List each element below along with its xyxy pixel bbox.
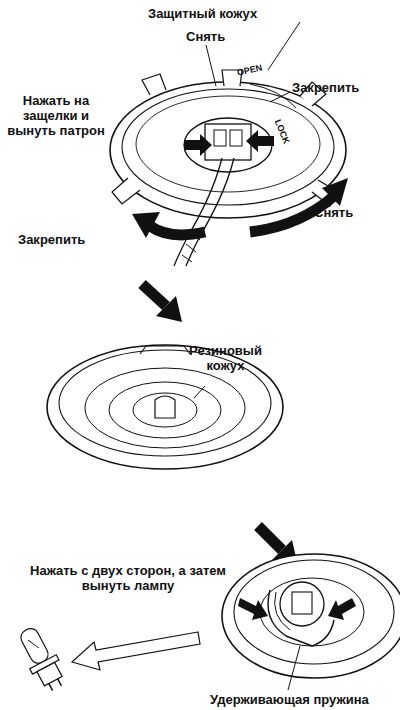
step-arrow-head [156,296,182,322]
rotate-arrow-lock [150,226,205,235]
leader-line [288,646,300,690]
action-label: Снять [314,205,353,220]
cover-marking: OPEN [236,63,263,79]
cover-tab [142,74,166,95]
part-label: Защитный кожух [148,6,257,21]
action-label: Закрепить [292,80,359,95]
socket-terminal [230,130,242,146]
action-label: Снять [186,29,225,44]
instruction-text: Нажать с двух сторон, а затем вынуть лам… [10,563,246,593]
step-arrow [258,526,282,550]
cover-marking: LOCK [272,118,292,146]
step-arrow [142,284,166,306]
socket-wire [174,158,222,266]
latch-press-arrow [246,130,274,152]
bulb-base [292,592,312,614]
socket-terminal [214,130,226,146]
press-arrow [238,598,268,620]
lamp-base [37,662,62,686]
cover-notch [140,346,190,354]
cover-groove [250,84,296,108]
instruction-text: Нажать на защелки и вынуть патрон [2,93,110,138]
leader-line [270,92,290,102]
bulb-base [155,396,175,418]
lamp-terminal [49,684,53,691]
rotate-arrow-head [322,178,348,206]
cover-tab [112,178,140,204]
action-label: Закрепить [18,232,85,247]
part-label: Резиновый кожух [178,343,273,373]
bulb-socket [205,124,251,160]
lamp-filament [28,637,39,650]
lamp-terminal [58,679,62,686]
rubber-cover-ring [133,393,197,427]
cover-outer-rim [110,82,346,218]
bulb-flange [280,582,324,626]
headlamp-housing [222,554,400,678]
housing-ring [260,578,364,646]
remove-arrow [72,632,200,670]
rubber-cover-outer [47,345,283,469]
retaining-spring [275,592,290,630]
latch-press-arrow [184,134,212,156]
cover-inner-rim [122,89,334,205]
leader-line [206,45,216,86]
leader-line [194,386,205,398]
rubber-cover-ring [85,368,245,448]
leader-line [268,22,300,70]
press-arrow [328,598,356,620]
retaining-spring [268,590,334,646]
part-label: Удерживающая пружина [210,692,369,707]
rubber-cover-ring [109,382,221,438]
rotate-arrow-head [132,212,160,238]
housing-rim [234,560,394,664]
